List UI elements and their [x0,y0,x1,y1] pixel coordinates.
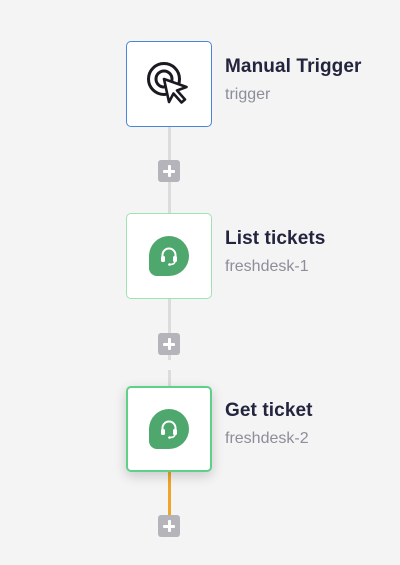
node-manual-trigger[interactable] [126,41,212,127]
freshdesk-icon [149,236,189,276]
node-subtitle: freshdesk-2 [225,430,309,447]
node-label-group: List tickets freshdesk-1 [225,228,325,276]
node-subtitle: freshdesk-1 [225,258,309,275]
add-node-button[interactable] [158,515,180,537]
node-label-group: Manual Trigger trigger [225,56,362,104]
add-node-button[interactable] [158,160,180,182]
node-title: List tickets [225,228,326,249]
cursor-click-icon [147,62,188,104]
freshdesk-icon [149,409,189,449]
connector-line [168,370,171,390]
connector-line-active [168,471,171,515]
node-get-ticket[interactable] [126,386,212,472]
node-label-group: Get ticket freshdesk-2 [225,400,313,448]
node-title: Manual Trigger [225,56,362,77]
add-node-button[interactable] [158,333,180,355]
node-title: Get ticket [225,400,313,421]
node-subtitle: trigger [225,86,271,103]
node-list-tickets[interactable] [126,213,212,299]
